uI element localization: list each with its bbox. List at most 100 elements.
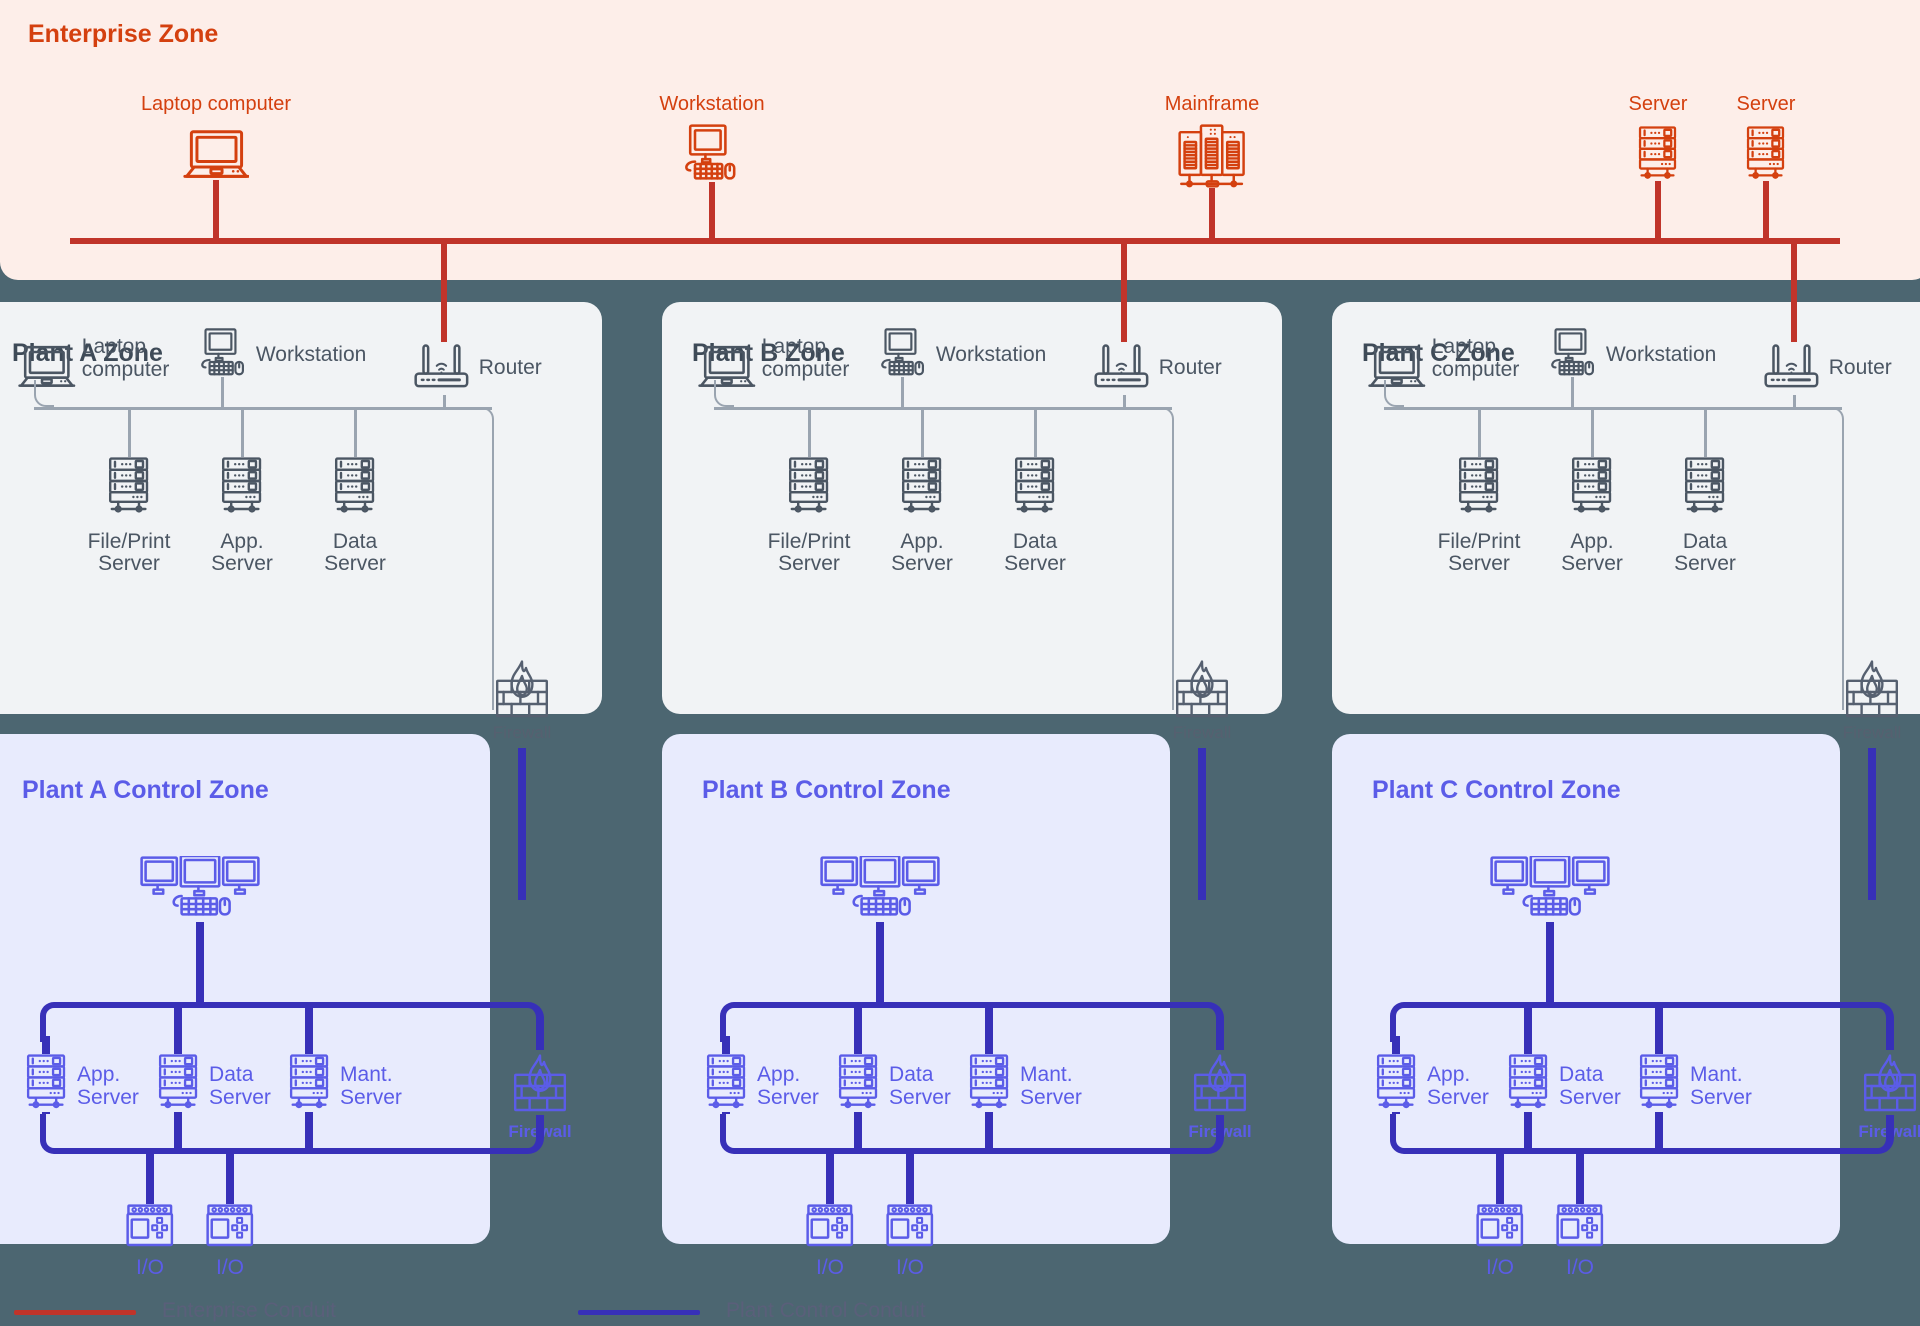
plant-server-stub [1591,407,1594,457]
plant-server-stub [354,407,357,457]
server-icon [1375,1054,1417,1110]
enterprise-node-label: Workstation [659,93,765,115]
control-server-stub-bot [985,1112,993,1148]
control-zone-panel-2 [1332,734,1840,1244]
control-upper-bus [734,1002,1182,1008]
plant-server-stub [808,407,811,457]
plant-workstation-label: Workstation [1605,343,1717,366]
server-icon [1457,457,1500,515]
legend-line-1 [578,1310,700,1315]
control-server-stub-bot [722,1112,730,1114]
mainframe-icon [1178,124,1246,188]
plant-workstation-label: Workstation [935,343,1047,366]
plant-workstation-label: Workstation [255,343,367,366]
control-io-label: I/O [215,1255,244,1279]
triple-monitor-console-icon [820,856,940,918]
firewall-icon [494,660,550,721]
router-icon [1761,344,1827,389]
io-module-icon [886,1204,934,1247]
enterprise-drop-line [709,181,715,238]
plant-bus-corner-left [1384,380,1404,407]
control-io-stub [906,1148,914,1204]
control-server-label: Mant.Server [1020,1063,1082,1109]
control-lower-bus-corner [720,1114,744,1154]
legend-line-0 [14,1310,136,1315]
enterprise-to-router-line [1121,238,1127,342]
workstation-icon [876,328,928,377]
enterprise-drop-line [1209,187,1215,238]
enterprise-drop-line [213,180,219,238]
control-zone-panel-0 [0,734,490,1244]
control-io-stub [1496,1148,1504,1204]
control-server-stub-bot [1392,1112,1400,1114]
control-io-label: I/O [815,1255,844,1279]
plant-firewall-label: Firewall [492,723,552,742]
plant-server-stub [1478,407,1481,457]
firewall-down-conduit [1868,748,1876,900]
plant-bus-corner-left [714,380,734,407]
enterprise-drop-line [1763,180,1769,238]
plant-bus-corner-right [472,407,494,710]
control-lower-bus [54,1148,502,1154]
control-upper-bus-corner [1390,1002,1414,1042]
io-module-icon [206,1204,254,1247]
server-icon [1638,1054,1680,1110]
control-zone-title-0: Plant A Control Zone [22,776,269,804]
server-icon [1570,457,1613,515]
control-lower-to-firewall [496,1114,544,1154]
plant-server-stub [921,407,924,457]
control-io-stub [1576,1148,1584,1204]
control-server-stub-top [174,1002,182,1054]
control-server-stub-top [1524,1002,1532,1054]
enterprise-to-router-line [441,238,447,342]
firewall-down-conduit [518,748,526,900]
control-io-stub [226,1148,234,1204]
control-server-stub-top [42,1036,50,1054]
plant-internal-bus [714,407,1172,410]
enterprise-node-label: Laptop computer [140,93,292,115]
plant-server-stub [1704,407,1707,457]
enterprise-zone-panel [0,0,1920,280]
enterprise-drop-line [1655,180,1661,238]
control-upper-to-firewall [496,1002,544,1050]
control-server-stub-top [722,1036,730,1054]
enterprise-node-label: Server [1736,93,1796,115]
control-upper-to-firewall [1846,1002,1894,1050]
plant-router-stub [1793,395,1796,407]
control-io-label: I/O [135,1255,164,1279]
plant-router-stub [1123,395,1126,407]
control-server-stub-bot [42,1112,50,1114]
control-server-stub-bot [854,1112,862,1148]
enterprise-to-router-line [1791,238,1797,342]
enterprise-zone-title: Enterprise Zone [28,20,219,48]
firewall-icon [1192,1054,1248,1115]
control-server-label: App.Server [1427,1063,1489,1109]
plant-node-stub [901,376,904,407]
server-icon [787,457,830,515]
control-upper-bus [54,1002,502,1008]
firewall-icon [512,1054,568,1115]
io-module-icon [806,1204,854,1247]
server-icon [1683,457,1726,515]
control-server-stub-bot [1524,1112,1532,1148]
firewall-icon [1862,1054,1918,1115]
control-upper-bus-corner [40,1002,64,1042]
plant-node-stub [1571,376,1574,407]
server-icon [25,1054,67,1110]
server-icon [107,457,150,515]
control-io-label: I/O [1565,1255,1594,1279]
plant-server-stub [241,407,244,457]
control-io-stub [826,1148,834,1204]
control-server-stub-top [854,1002,862,1054]
server-icon [1637,126,1678,181]
router-label: Router [1828,356,1892,379]
server-icon [333,457,376,515]
plant-bus-corner-left [34,380,54,407]
laptop-icon [182,128,250,180]
plant-server-stub [128,407,131,457]
